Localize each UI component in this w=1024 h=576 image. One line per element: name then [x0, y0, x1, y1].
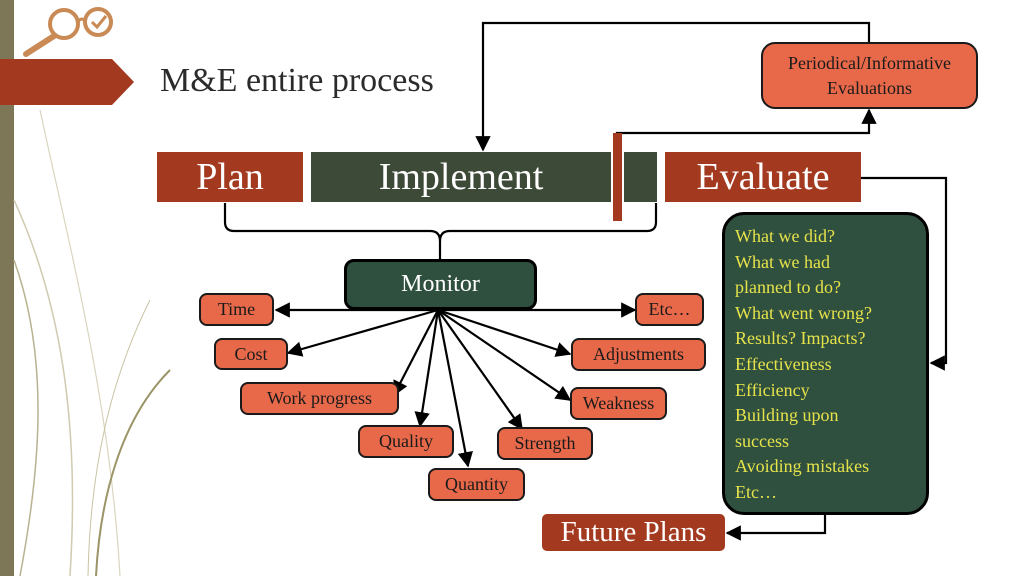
eval-line: success — [735, 430, 789, 451]
eval-line: Effectiveness — [735, 353, 832, 374]
eval-line: Results? Impacts? — [735, 328, 866, 349]
monitor-item-time: Time — [199, 293, 274, 326]
implement-stage: Implement — [311, 152, 611, 202]
eval-line: Avoiding mistakes — [735, 456, 870, 477]
future-plans-box: Future Plans — [542, 514, 725, 551]
magnifier-logo-icon — [23, 7, 113, 57]
evaluate-stage: Evaluate — [665, 152, 861, 202]
monitor-item-weakness: Weakness — [570, 387, 667, 420]
title-arrow-banner — [0, 59, 134, 105]
monitor-item-adjustments: Adjustments — [571, 338, 706, 371]
plan-stage: Plan — [157, 152, 303, 202]
evaluation-questions-box: What we did? What we had planned to do? … — [722, 212, 929, 515]
monitor-box: Monitor — [344, 259, 537, 310]
eval-line: Efficiency — [735, 379, 810, 400]
sidebar-strip — [0, 0, 14, 576]
monitor-item-quality: Quality — [358, 425, 454, 458]
eval-line: What we did? — [735, 226, 835, 246]
implement-divider-bar — [613, 133, 622, 221]
periodical-evaluations-label: Periodical/Informative Evaluations — [788, 52, 951, 98]
monitor-item-quantity: Quantity — [428, 468, 525, 501]
monitor-item-work-progress: Work progress — [240, 382, 399, 415]
periodical-evaluations-box: Periodical/Informative Evaluations — [761, 42, 978, 109]
eval-line: What we had — [735, 251, 830, 272]
eval-line: Etc… — [735, 481, 777, 502]
page-title: M&E entire process — [160, 62, 434, 99]
monitor-item-strength: Strength — [497, 427, 593, 460]
implement-stage-tail — [624, 152, 657, 202]
eval-line: planned to do? — [735, 277, 841, 298]
monitor-item-cost: Cost — [214, 338, 288, 370]
eval-line: Building upon — [735, 405, 839, 426]
eval-line: What went wrong? — [735, 302, 872, 323]
monitor-item-etc: Etc… — [635, 293, 704, 326]
decorative-grass-lines — [13, 109, 171, 576]
